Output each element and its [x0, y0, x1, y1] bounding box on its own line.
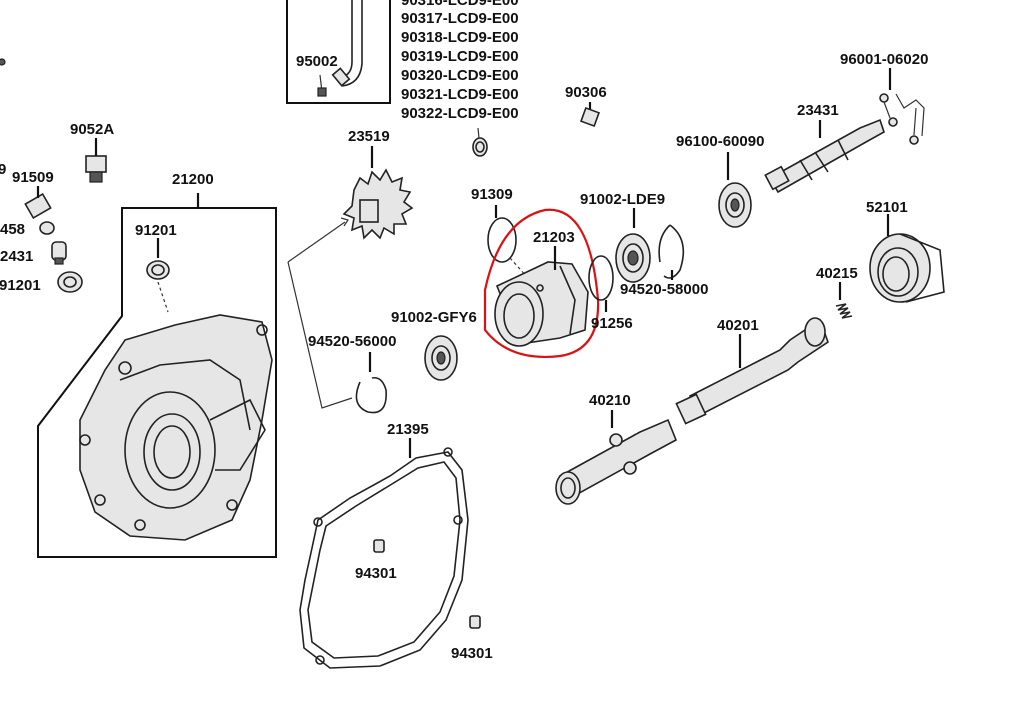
part-90322-washer — [472, 127, 488, 157]
label-9-left: 9 — [0, 161, 6, 178]
part-2431 — [51, 241, 67, 265]
label-91509: 91509 — [12, 169, 54, 186]
part-94520-58000 — [658, 224, 685, 280]
label-2431: 2431 — [0, 248, 33, 265]
label-91309: 91309 — [471, 186, 513, 203]
part-94301-a — [373, 539, 385, 553]
label-95002: 95002 — [296, 53, 338, 70]
part-23431-shaft — [764, 118, 885, 194]
label-90320: 90320-LCD9-E00 — [401, 67, 519, 84]
part-40210-joint — [555, 410, 678, 505]
part-91509 — [24, 186, 52, 220]
part-40215-spring — [835, 282, 853, 319]
label-91002-gfy6: 91002-GFY6 — [391, 309, 477, 326]
label-90322: 90322-LCD9-E00 — [401, 105, 519, 122]
part-91002-lde9 — [615, 208, 651, 283]
part-91256 — [588, 255, 614, 312]
label-96001-06020: 96001-06020 — [840, 51, 928, 68]
label-96100-60090: 96100-60090 — [676, 133, 764, 150]
part-edge-dot — [0, 58, 6, 66]
label-40210: 40210 — [589, 392, 631, 409]
label-40215: 40215 — [816, 265, 858, 282]
guide-arrowhead — [340, 217, 349, 227]
label-21203: 21203 — [533, 229, 575, 246]
part-90306 — [580, 102, 600, 127]
part-96001-06020 — [879, 68, 925, 145]
label-90318: 90318-LCD9-E00 — [401, 29, 519, 46]
part-23519 — [342, 146, 414, 240]
label-21200: 21200 — [172, 171, 214, 188]
label-90316: 90316-LCD9-E00 — [401, 0, 519, 9]
guide-arrow-gear — [287, 221, 346, 263]
label-90319: 90319-LCD9-E00 — [401, 48, 519, 65]
part-21203-housing — [483, 208, 600, 358]
label-94520-58000: 94520-58000 — [620, 281, 708, 298]
label-9052a: 9052A — [70, 121, 114, 138]
part-458 — [39, 221, 55, 235]
part-40201-shaft — [675, 317, 829, 425]
label-90306: 90306 — [565, 84, 607, 101]
part-9052a — [85, 138, 107, 183]
label-21395: 21395 — [387, 421, 429, 438]
label-458: 458 — [0, 221, 25, 238]
part-94301-b — [469, 615, 481, 629]
label-23431: 23431 — [797, 102, 839, 119]
label-94301-a: 94301 — [355, 565, 397, 582]
label-90317: 90317-LCD9-E00 — [401, 10, 519, 27]
label-94520-56000: 94520-56000 — [308, 333, 396, 350]
part-52101-seal — [869, 214, 945, 303]
inset-box-21200 — [37, 193, 277, 558]
guide-line-lower — [287, 261, 353, 409]
part-91201-left — [57, 271, 83, 293]
label-91002-lde9: 91002-LDE9 — [580, 191, 665, 208]
part-labels: 90316-LCD9-E00 90317-LCD9-E00 90318-LCD9… — [0, 0, 928, 662]
part-91309 — [487, 205, 529, 279]
label-91201-left: 91201 — [0, 277, 41, 294]
label-94301-b: 94301 — [451, 645, 493, 662]
label-91256: 91256 — [591, 315, 633, 332]
part-21395-gasket — [299, 438, 469, 669]
part-96100-60090 — [718, 152, 752, 228]
label-91201-inset: 91201 — [135, 222, 177, 239]
part-94520-56000 — [355, 352, 387, 414]
label-90321: 90321-LCD9-E00 — [401, 86, 519, 103]
label-52101: 52101 — [866, 199, 908, 216]
label-40201: 40201 — [717, 317, 759, 334]
part-91002-gfy6 — [424, 335, 458, 381]
inset-box-top — [286, 0, 391, 104]
label-23519: 23519 — [348, 128, 390, 145]
